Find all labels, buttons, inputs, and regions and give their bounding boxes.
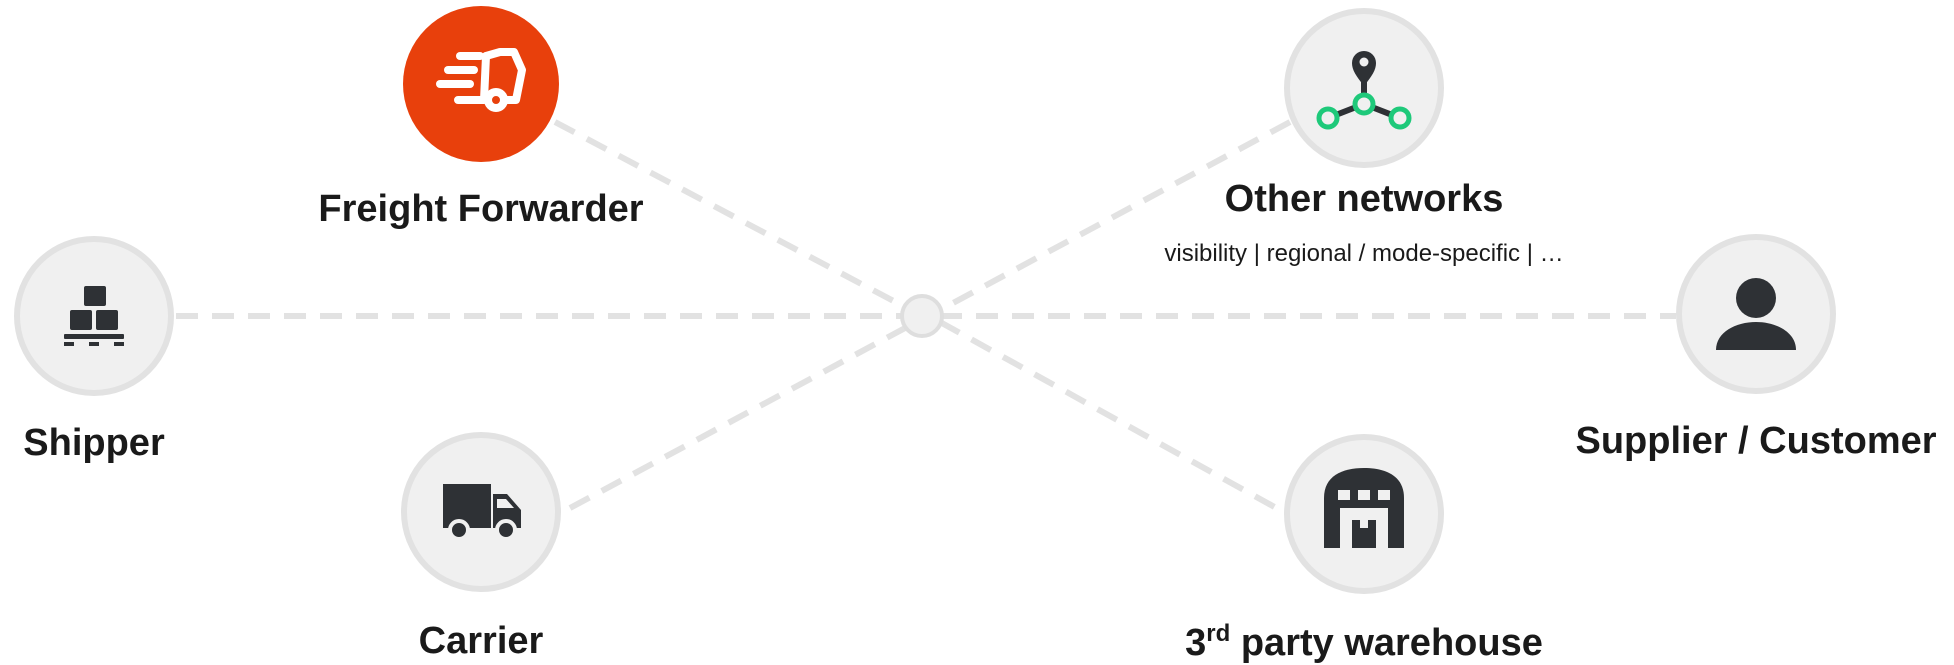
supplier-customer-node[interactable] <box>1676 234 1836 394</box>
warehouse-node[interactable] <box>1284 434 1444 594</box>
warehouse-label-number: 3 <box>1185 622 1207 664</box>
shipper-node[interactable] <box>14 236 174 396</box>
other-networks-subtitle: visibility | regional / mode-specific | … <box>1164 240 1564 267</box>
hub-node <box>900 294 944 338</box>
truck-icon <box>443 484 521 541</box>
warehouse-label: 3rd party warehouse <box>1185 620 1543 665</box>
pallet-boxes-icon <box>64 286 124 346</box>
warehouse-icon <box>1324 468 1404 548</box>
other-networks-node[interactable] <box>1284 8 1444 168</box>
link-freight-forwarder <box>553 119 922 318</box>
other-networks-label: Other networks <box>1224 178 1504 220</box>
freight-forwarder-node[interactable] <box>403 6 559 162</box>
shipper-label: Shipper <box>23 422 165 464</box>
network-pin-icon <box>1316 51 1412 130</box>
supplier-customer-label: Supplier / Customer <box>1575 420 1937 462</box>
carrier-label: Carrier <box>418 620 544 662</box>
fast-truck-icon <box>436 48 526 112</box>
carrier-node[interactable] <box>401 432 561 592</box>
warehouse-label-ordinal: rd <box>1206 620 1231 647</box>
link-carrier <box>568 317 922 511</box>
link-warehouse <box>938 319 1282 513</box>
freight-forwarder-label: Freight Forwarder <box>318 188 644 230</box>
person-icon <box>1716 278 1796 350</box>
link-other-networks <box>938 119 1292 313</box>
warehouse-label-text: party warehouse <box>1230 622 1543 664</box>
